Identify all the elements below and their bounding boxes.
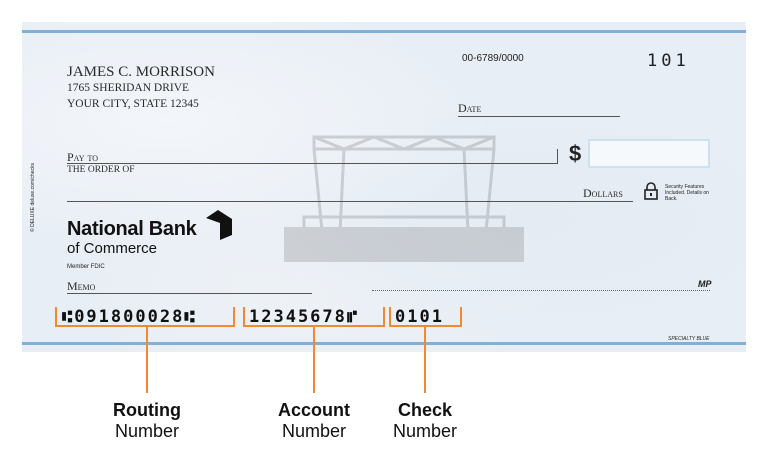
- date-line[interactable]: [458, 116, 620, 117]
- security-note: Security Features Included. Details on B…: [665, 184, 709, 202]
- bottom-band: [22, 342, 746, 345]
- callout-subtitle: Number: [281, 421, 347, 441]
- mp-mark: MP: [698, 279, 712, 289]
- account-callout: Account Number: [244, 400, 384, 442]
- address-line-1: 1765 SHERIDAN DRIVE: [67, 82, 190, 94]
- payee-line-end: [557, 149, 558, 164]
- amount-box[interactable]: [588, 139, 710, 168]
- routing-pointer: [146, 327, 148, 393]
- fraction-code: 00-6789/0000: [462, 53, 524, 64]
- check-bracket: [389, 307, 462, 327]
- memo-label: Memo: [67, 279, 96, 293]
- callout-title: Check: [397, 400, 453, 420]
- account-bracket: [243, 307, 385, 327]
- check-pointer: [424, 327, 426, 393]
- bank-name-line2: of Commerce: [67, 240, 158, 257]
- check-callout: Check Number: [355, 400, 495, 442]
- micr-check: 0101: [395, 307, 444, 327]
- side-text: © DELUXE deluxe.com/checks: [30, 163, 36, 232]
- micr-routing: ⑆091800028⑆: [62, 307, 197, 327]
- amount-words-line[interactable]: [67, 201, 633, 202]
- bank-logo-icon: [206, 210, 232, 240]
- microprint-signature-line[interactable]: [372, 290, 710, 291]
- account-pointer: [313, 327, 315, 393]
- routing-callout: Routing Number: [77, 400, 217, 442]
- check: JAMES C. MORRISON 1765 SHERIDAN DRIVE YO…: [22, 22, 746, 352]
- callout-subtitle: Number: [114, 421, 180, 441]
- top-band: [22, 30, 746, 33]
- pay-to-label: Pay to: [67, 150, 99, 164]
- micr-account: 12345678⑈: [249, 307, 360, 327]
- date-label: Date: [458, 101, 482, 115]
- dollars-label: Dollars: [583, 186, 623, 200]
- order-of-label: THE ORDER OF: [67, 165, 135, 175]
- dollar-sign: $: [569, 141, 582, 166]
- callout-subtitle: Number: [392, 421, 458, 441]
- memo-line[interactable]: [67, 293, 312, 294]
- lock-icon: [644, 182, 658, 200]
- bank-name: National Bank: [67, 218, 197, 240]
- owner-name: JAMES C. MORRISON: [67, 64, 215, 80]
- address-line-2: YOUR CITY, STATE 12345: [67, 98, 199, 110]
- bridge-watermark-icon: [284, 135, 524, 262]
- check-number: 101: [647, 51, 690, 71]
- routing-bracket: [55, 307, 235, 327]
- payee-line[interactable]: [67, 163, 558, 164]
- member-fdic: Member FDIC: [67, 264, 105, 270]
- callout-title: Routing: [113, 400, 181, 420]
- style-name: SPECIALTY BLUE: [668, 336, 710, 342]
- callout-title: Account: [278, 400, 350, 420]
